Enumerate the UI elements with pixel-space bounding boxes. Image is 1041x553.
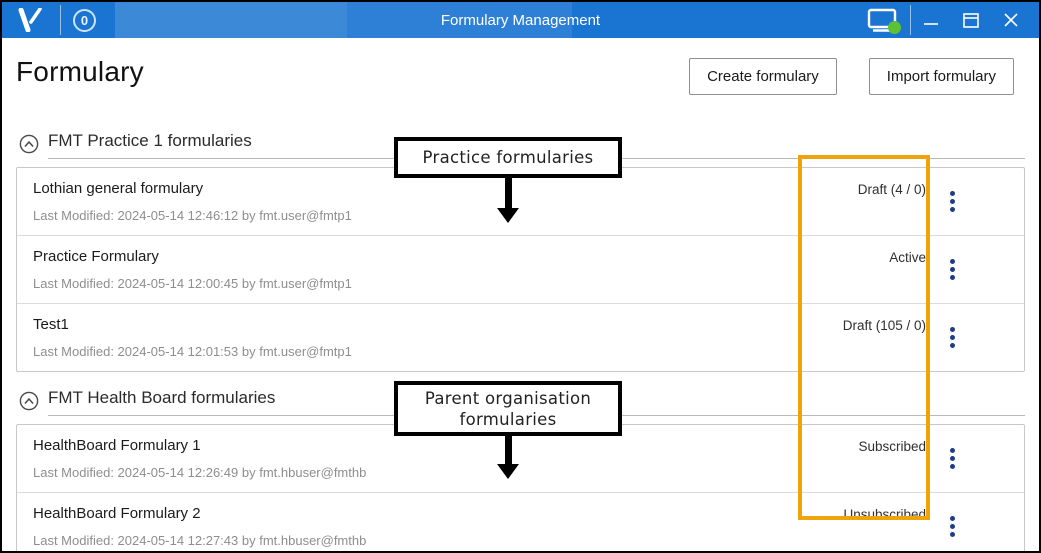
formulary-status: Active [889, 250, 926, 265]
titlebar-left: 0 [2, 2, 96, 38]
close-button[interactable] [991, 2, 1031, 38]
formulary-row[interactable]: Test1 Last Modified: 2024-05-14 12:01:53… [17, 303, 1024, 371]
callout-arrowhead-icon [497, 208, 519, 223]
section-title: FMT Health Board formularies [48, 388, 276, 407]
formulary-name: Lothian general formulary [33, 180, 204, 197]
formulary-list: Lothian general formulary Last Modified:… [16, 167, 1025, 372]
formulary-last-modified: Last Modified: 2024-05-14 12:00:45 by fm… [33, 276, 352, 291]
formulary-status: Draft (4 / 0) [857, 182, 926, 197]
formulary-status: Draft (105 / 0) [842, 318, 926, 333]
titlebar-band-inner [115, 2, 347, 38]
formulary-name: Test1 [33, 316, 69, 333]
formulary-last-modified: Last Modified: 2024-05-14 12:27:43 by fm… [33, 533, 367, 548]
formulary-name: HealthBoard Formulary 2 [33, 505, 201, 522]
section-practice-formularies: FMT Practice 1 formularies Lothian gener… [16, 131, 1025, 372]
collapse-chevron-up-icon[interactable] [16, 131, 42, 157]
formulary-last-modified: Last Modified: 2024-05-14 12:46:12 by fm… [33, 208, 352, 223]
collapse-chevron-up-icon[interactable] [16, 388, 42, 414]
page-header: Formulary Create formulary Import formul… [16, 38, 1025, 95]
page-title: Formulary [16, 56, 144, 87]
formulary-row[interactable]: Practice Formulary Last Modified: 2024-0… [17, 235, 1024, 303]
callout-parent-organisation-formularies: Parent organisation formularies [394, 381, 622, 436]
formulary-last-modified: Last Modified: 2024-05-14 12:01:53 by fm… [33, 344, 352, 359]
maximize-button[interactable] [951, 2, 991, 38]
section-health-board-formularies: FMT Health Board formularies HealthBoard… [16, 388, 1025, 551]
formulary-last-modified: Last Modified: 2024-05-14 12:26:49 by fm… [33, 465, 367, 480]
callout-arrow [505, 178, 512, 209]
formulary-name: HealthBoard Formulary 1 [33, 437, 201, 454]
section-title: FMT Practice 1 formularies [48, 131, 252, 150]
row-menu-kebab-icon[interactable] [932, 516, 972, 537]
online-status-dot [888, 21, 901, 34]
minimize-button[interactable] [911, 2, 951, 38]
row-menu-kebab-icon[interactable] [932, 448, 972, 469]
row-menu-kebab-icon[interactable] [932, 327, 972, 348]
formulary-list: HealthBoard Formulary 1 Last Modified: 2… [16, 424, 1025, 551]
formulary-row[interactable]: Lothian general formulary Last Modified:… [17, 168, 1024, 235]
row-info: HealthBoard Formulary 2 Last Modified: 2… [33, 504, 776, 549]
callout-practice-formularies: Practice formularies [394, 137, 622, 178]
main-content: Formulary Create formulary Import formul… [2, 38, 1039, 551]
titlebar: 0 Formulary Management [2, 2, 1039, 38]
row-info: Practice Formulary Last Modified: 2024-0… [33, 247, 776, 292]
row-menu-kebab-icon[interactable] [932, 259, 972, 280]
window-title: Formulary Management [440, 11, 601, 29]
titlebar-separator [60, 5, 61, 35]
formulary-row[interactable]: HealthBoard Formulary 1 Last Modified: 2… [17, 425, 1024, 492]
formulary-name: Practice Formulary [33, 248, 159, 265]
header-buttons: Create formulary Import formulary [689, 58, 1014, 95]
titlebar-controls [860, 2, 1039, 38]
row-menu-kebab-icon[interactable] [932, 191, 972, 212]
v-logo-icon [2, 2, 60, 38]
titlebar-band [115, 2, 572, 38]
titlebar-separator [910, 5, 911, 35]
callout-arrow [505, 436, 512, 465]
device-status-icon[interactable] [860, 2, 904, 38]
notification-badge[interactable]: 0 [73, 8, 96, 32]
row-info: Test1 Last Modified: 2024-05-14 12:01:53… [33, 315, 776, 360]
create-formulary-button[interactable]: Create formulary [689, 58, 837, 95]
formulary-status: Subscribed [858, 439, 926, 454]
row-info: HealthBoard Formulary 1 Last Modified: 2… [33, 436, 776, 481]
callout-arrowhead-icon [497, 464, 519, 479]
formulary-status: Unsubscribed [843, 507, 926, 522]
row-info: Lothian general formulary Last Modified:… [33, 179, 776, 224]
import-formulary-button[interactable]: Import formulary [868, 58, 1014, 95]
formulary-row[interactable]: HealthBoard Formulary 2 Last Modified: 2… [17, 492, 1024, 551]
